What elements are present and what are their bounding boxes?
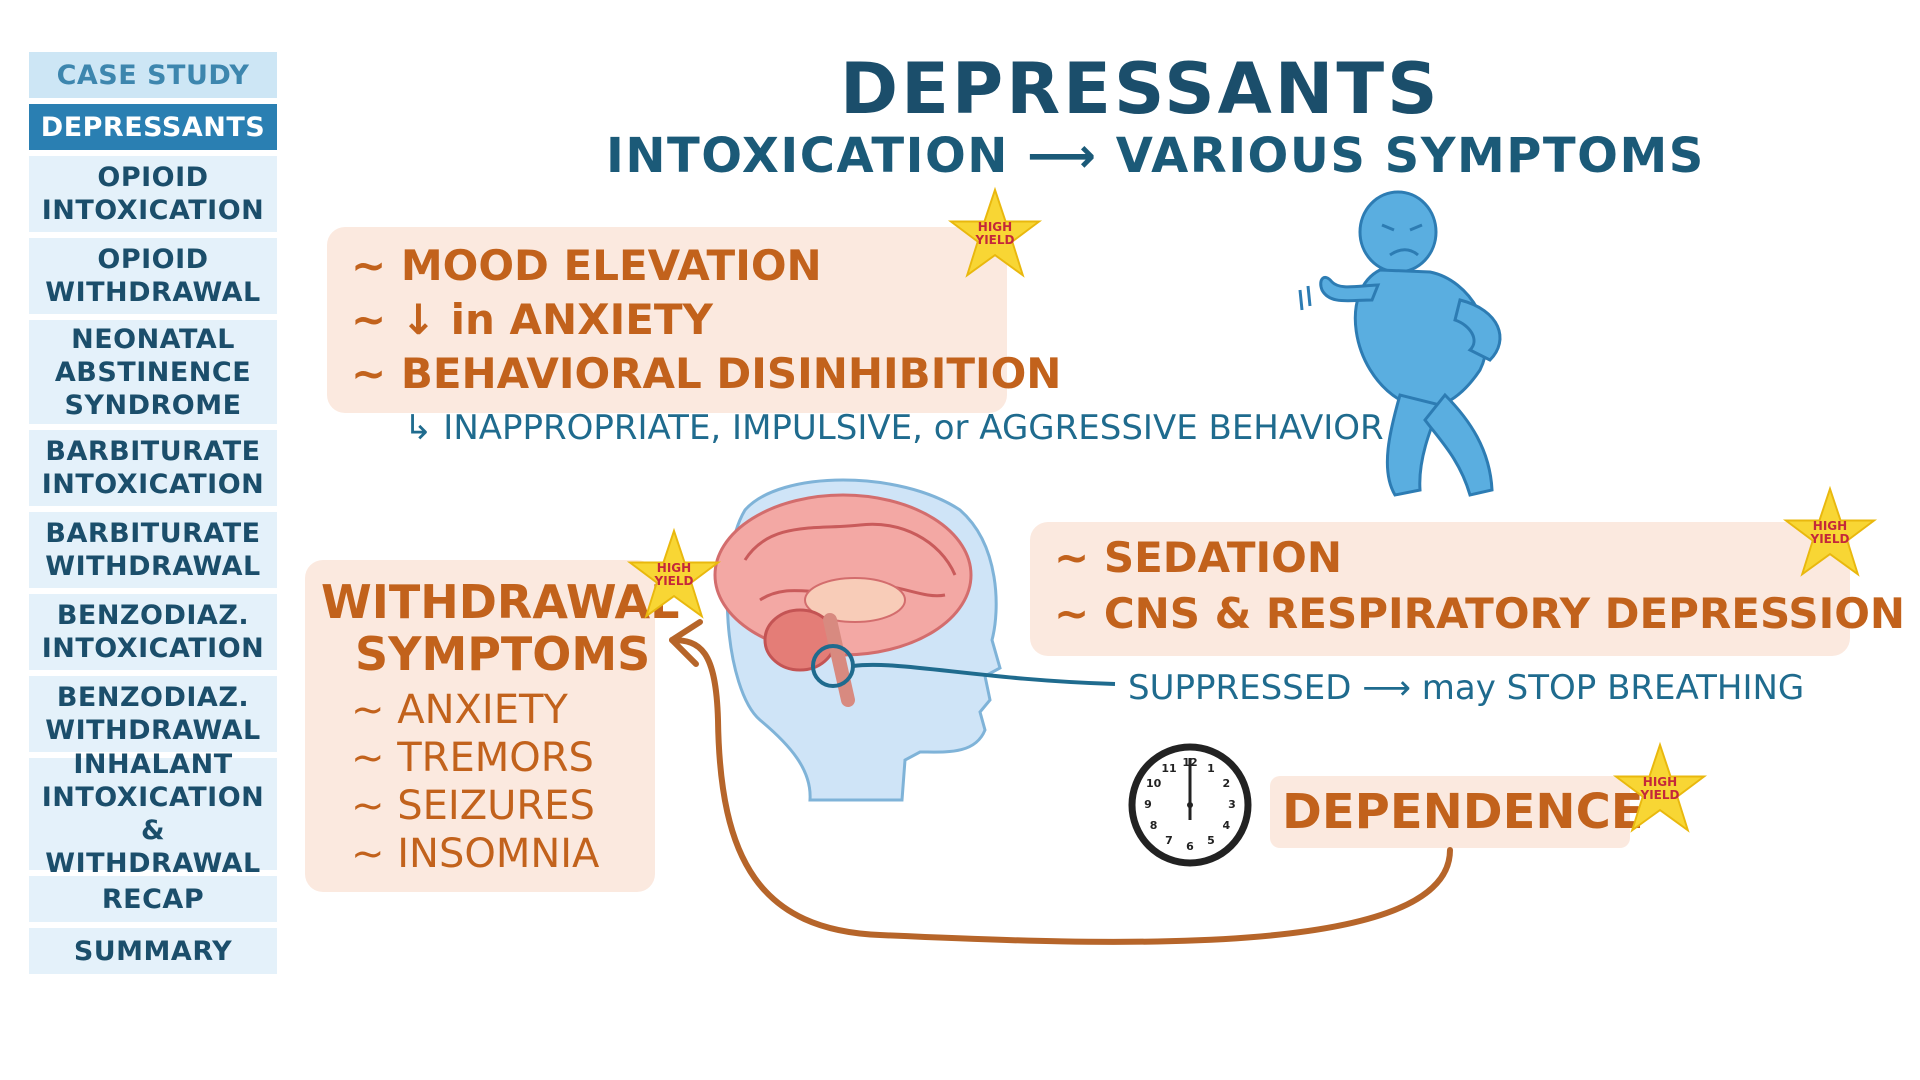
clock-numeral: 5 bbox=[1207, 834, 1215, 848]
sedation-box: ~ SEDATION ~ CNS & RESPIRATORY DEPRESSIO… bbox=[1030, 522, 1905, 656]
clock-numeral: 2 bbox=[1222, 777, 1231, 790]
symptom-behavioral-disinhibition: ~ BEHAVIORAL DISINHIBITION bbox=[351, 349, 1062, 398]
brain-illustration bbox=[713, 493, 973, 707]
sidebar-item-inhalant-intoxication-withdrawal[interactable]: INHALANT INTOXICATION & WITHDRAWAL bbox=[29, 749, 277, 879]
symptom-decreased-anxiety: ~ ↓ in ANXIETY bbox=[351, 295, 713, 344]
clock-numeral: 4 bbox=[1222, 819, 1231, 832]
withdrawal-title-line1: WITHDRAWAL bbox=[321, 575, 680, 629]
high-yield-label: HIGH YIELD bbox=[1810, 519, 1850, 547]
high-yield-star-dependence: HIGH YIELD bbox=[1612, 740, 1708, 836]
suppressed-breathing-note: SUPPRESSED ⟶ may STOP BREATHING bbox=[1128, 668, 1805, 708]
clock-numeral: 8 bbox=[1149, 819, 1158, 832]
brainstem-pointer-line bbox=[852, 662, 1116, 686]
page-subtitle: INTOXICATION ⟶ VARIOUS SYMPTOMS bbox=[606, 128, 1705, 184]
star-icon bbox=[1612, 741, 1708, 833]
clock-numeral: 3 bbox=[1228, 798, 1236, 811]
clock-numeral: 7 bbox=[1165, 834, 1173, 848]
sidebar-item-opioid-withdrawal[interactable]: OPIOID WITHDRAWAL bbox=[29, 238, 277, 314]
high-yield-label: HIGH YIELD bbox=[975, 220, 1015, 248]
withdrawal-item-tremors: ~ TREMORS bbox=[351, 735, 594, 781]
star-icon bbox=[1782, 485, 1878, 577]
dependence-box: DEPENDENCE bbox=[1270, 776, 1644, 848]
dependence-label: DEPENDENCE bbox=[1282, 784, 1644, 840]
sidebar-item-benzodiaz-intoxication[interactable]: BENZODIAZ. INTOXICATION bbox=[29, 594, 277, 670]
clock-numeral: 1 bbox=[1207, 761, 1215, 775]
high-yield-star-sedation: HIGH YIELD bbox=[1782, 484, 1878, 580]
high-yield-label: HIGH YIELD bbox=[654, 561, 694, 589]
sidebar-item-summary[interactable]: SUMMARY bbox=[29, 928, 277, 974]
topic-sidebar: CASE STUDY DEPRESSANTS OPIOID INTOXICATI… bbox=[29, 52, 277, 974]
figure-face-brows bbox=[1381, 223, 1423, 232]
sidebar-item-barbiturate-intoxication[interactable]: BARBITURATE INTOXICATION bbox=[29, 430, 277, 506]
withdrawal-title-line2: SYMPTOMS bbox=[355, 627, 651, 681]
disinhibition-note: ↳ INAPPROPRIATE, IMPULSIVE, or AGGRESSIV… bbox=[404, 408, 1384, 448]
sidebar-item-recap[interactable]: RECAP bbox=[29, 876, 277, 922]
high-yield-star-intoxication: HIGH YIELD bbox=[947, 185, 1043, 281]
clock-numeral: 10 bbox=[1145, 777, 1162, 790]
star-icon bbox=[626, 527, 722, 619]
sidebar-item-case-study[interactable]: CASE STUDY bbox=[29, 52, 277, 98]
sidebar-item-opioid-intoxication[interactable]: OPIOID INTOXICATION bbox=[29, 156, 277, 232]
disinhibited-figure bbox=[1319, 190, 1502, 497]
sidebar-item-barbiturate-withdrawal[interactable]: BARBITURATE WITHDRAWAL bbox=[29, 512, 277, 588]
sidebar-item-depressants[interactable]: DEPRESSANTS bbox=[29, 104, 277, 150]
symptom-cns-respiratory-depression: ~ CNS & RESPIRATORY DEPRESSION bbox=[1054, 589, 1906, 638]
high-yield-star-withdrawal: HIGH YIELD bbox=[626, 526, 722, 622]
motion-lines bbox=[1298, 285, 1312, 311]
high-yield-label: HIGH YIELD bbox=[1640, 775, 1680, 803]
clock-numeral: 9 bbox=[1144, 798, 1152, 811]
intoxication-symptoms-box: ~ MOOD ELEVATION ~ ↓ in ANXIETY ~ BEHAVI… bbox=[327, 227, 1061, 413]
clock-numeral: 12 bbox=[1182, 756, 1198, 769]
head-silhouette bbox=[725, 478, 1002, 802]
brainstem-highlight bbox=[811, 644, 855, 688]
withdrawal-item-seizures: ~ SEIZURES bbox=[351, 783, 595, 829]
star-icon bbox=[947, 186, 1043, 278]
page-title: DEPRESSANTS bbox=[840, 48, 1441, 130]
clock-numeral: 6 bbox=[1186, 840, 1194, 853]
sidebar-item-neonatal-abstinence-syndrome[interactable]: NEONATAL ABSTINENCE SYNDROME bbox=[29, 320, 277, 424]
figure-face-mouth bbox=[1389, 248, 1419, 257]
withdrawal-symptoms-box: WITHDRAWAL SYMPTOMS ~ ANXIETY ~ TREMORS … bbox=[305, 560, 679, 892]
clock-numeral: 11 bbox=[1161, 761, 1177, 775]
withdrawal-item-insomnia: ~ INSOMNIA bbox=[351, 831, 600, 877]
sidebar-item-benzodiaz-withdrawal[interactable]: BENZODIAZ. WITHDRAWAL bbox=[29, 676, 277, 752]
symptom-mood-elevation: ~ MOOD ELEVATION bbox=[351, 241, 822, 290]
symptom-sedation: ~ SEDATION bbox=[1054, 533, 1342, 582]
withdrawal-item-anxiety: ~ ANXIETY bbox=[351, 687, 568, 733]
